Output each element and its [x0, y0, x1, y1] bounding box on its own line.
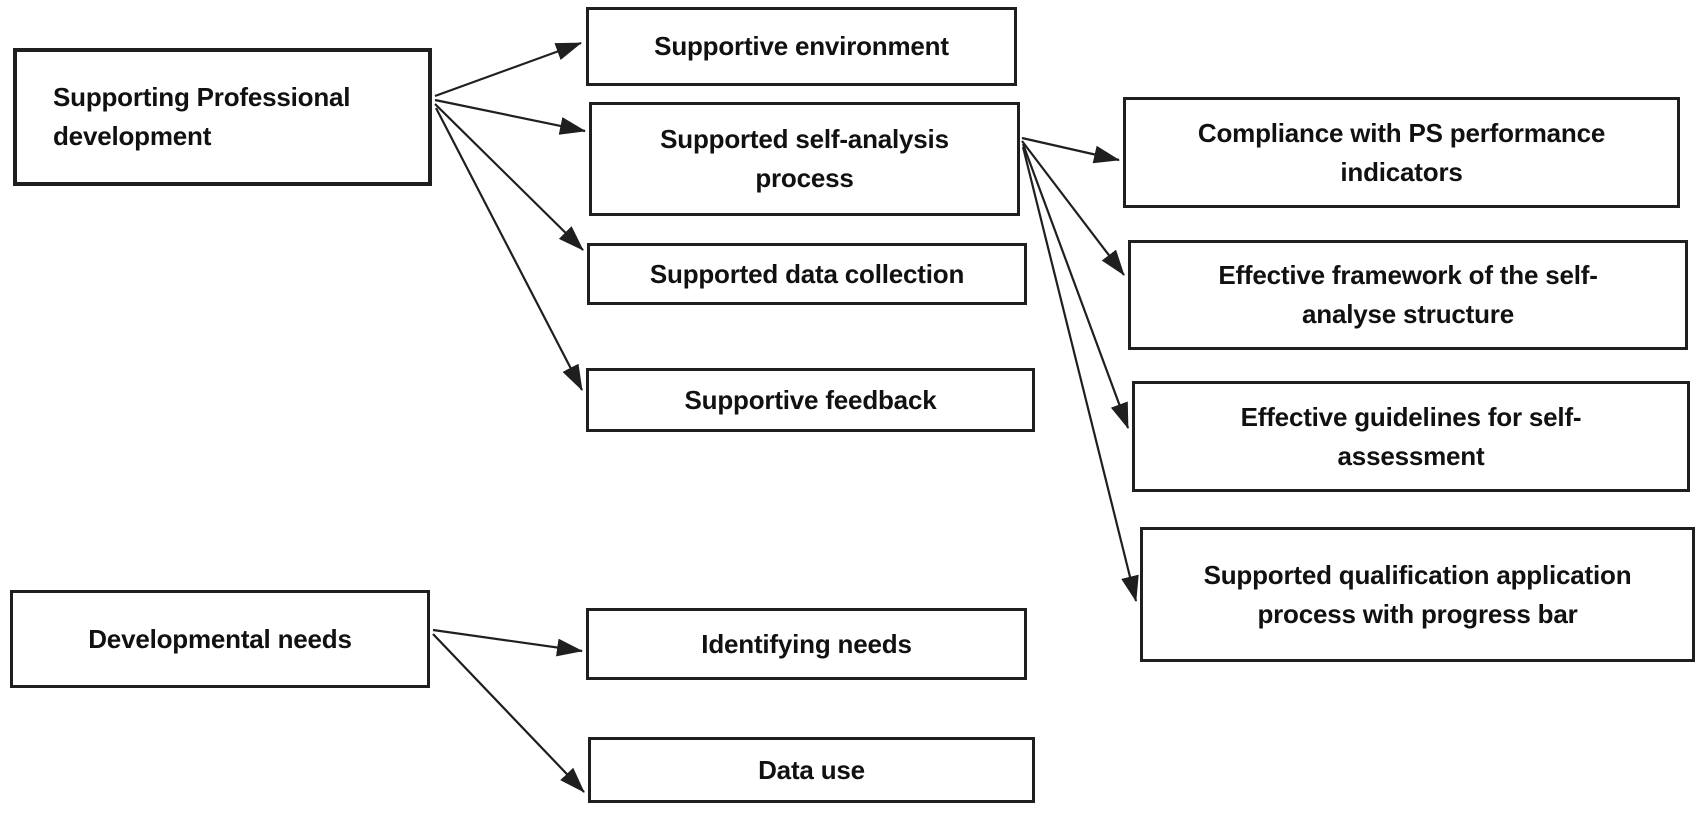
arrow-sap-to-compliance	[1021, 136, 1120, 164]
node-label: Supported self-analysis process	[660, 124, 949, 193]
node-label: Supporting Professional development	[53, 82, 351, 151]
node-label: Supported data collection	[649, 258, 965, 289]
arrow-dn-to-identifying-needs	[432, 628, 583, 657]
node-data-use: Data use	[588, 737, 1035, 803]
arrow-spd-to-self-analysis-process	[434, 98, 586, 135]
node-effective-guidelines-self-assessment: Effective guidelines for self- assessmen…	[1132, 381, 1690, 492]
node-developmental-needs: Developmental needs	[10, 590, 430, 688]
node-label: Data use	[758, 754, 865, 785]
node-compliance-with-ps-performance-indicators: Compliance with PS performance indicator…	[1123, 97, 1680, 208]
node-label: Supported qualification application proc…	[1203, 559, 1632, 629]
node-label: Effective framework of the self- analyse…	[1218, 260, 1598, 329]
arrow-sap-to-qualification	[1021, 146, 1139, 602]
node-label: Developmental needs	[88, 623, 352, 654]
node-label: Identifying needs	[701, 628, 912, 659]
node-label: Compliance with PS performance indicator…	[1197, 117, 1606, 187]
node-supported-qualification-application-process: Supported qualification application proc…	[1140, 527, 1695, 662]
node-label: Supportive environment	[654, 31, 949, 61]
node-supportive-feedback: Supportive feedback	[586, 368, 1035, 432]
node-supportive-environment: Supportive environment	[586, 7, 1017, 86]
arrow-spd-to-supportive-environment	[434, 41, 582, 98]
node-supporting-professional-development: Supporting Professional development	[13, 48, 432, 186]
node-label: Supportive feedback	[684, 384, 937, 415]
node-identifying-needs: Identifying needs	[586, 608, 1027, 680]
node-label: Effective guidelines for self- assessmen…	[1240, 401, 1582, 471]
node-effective-framework-self-analyse-structure: Effective framework of the self- analyse…	[1128, 240, 1688, 350]
node-supported-data-collection: Supported data collection	[587, 243, 1027, 305]
arrow-sap-to-framework	[1021, 140, 1125, 276]
arrow-sap-to-guidelines	[1021, 143, 1130, 429]
arrow-spd-to-data-collection	[434, 103, 584, 251]
node-supported-self-analysis-process: Supported self-analysis process	[589, 102, 1020, 216]
arrow-dn-to-data-use	[432, 633, 585, 793]
arrow-spd-to-supportive-feedback	[435, 107, 583, 391]
